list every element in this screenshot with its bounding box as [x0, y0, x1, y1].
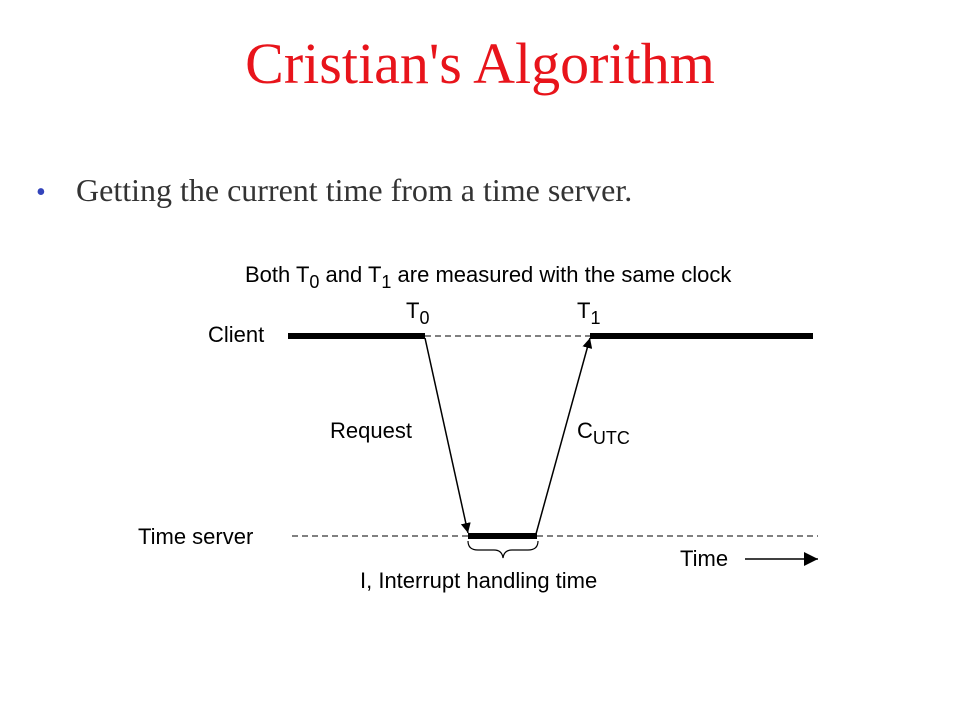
cutc-label: CUTC — [577, 418, 630, 448]
request-arrow — [424, 337, 471, 534]
bullet-text: Getting the current time from a time ser… — [76, 172, 633, 208]
time-label: Time — [680, 546, 728, 571]
bullet-dot-icon: • — [36, 177, 46, 208]
diagram-caption: Both T0 and T1 are measured with the sam… — [245, 262, 732, 292]
server-label: Time server — [138, 524, 253, 549]
client-label: Client — [208, 322, 264, 347]
interrupt-brace — [467, 540, 539, 559]
reply-arrow — [535, 337, 593, 535]
t1-label: T1 — [577, 298, 600, 328]
slide-title: Cristian's Algorithm — [245, 31, 715, 96]
request-label: Request — [330, 418, 412, 443]
t0-label: T0 — [406, 298, 429, 328]
interrupt-label: I, Interrupt handling time — [360, 568, 597, 593]
bullet-item: • Getting the current time from a time se… — [36, 166, 632, 217]
